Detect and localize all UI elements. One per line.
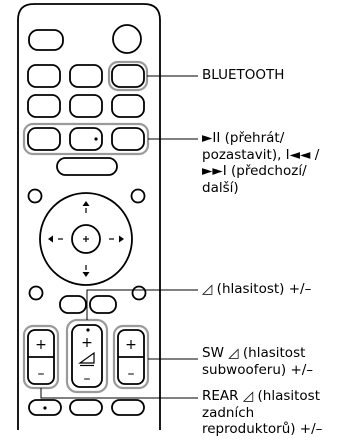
previous-button[interactable] [27,127,61,151]
volume-rocker[interactable] [71,324,103,388]
side-button-right[interactable] [130,188,146,204]
callout-playback-line-2: pozastavit), I◄◄ / [202,146,320,163]
volume-plus-label: + [81,335,93,351]
callout-bluetooth: BLUETOOTH [202,67,284,84]
side-button-left[interactable] [27,188,43,204]
callout-volume-line-1: ◿ (hlasitost) +/– [202,281,312,297]
function-button-1[interactable] [27,64,61,88]
sw-plus-label: + [35,337,47,353]
bluetooth-button[interactable] [111,64,145,88]
remote-body-outline [17,3,161,430]
callout-playback-line-1: ►II (přehrát/ [202,130,285,146]
input-button[interactable] [112,24,142,54]
navigation-ring[interactable] [39,192,133,286]
function-button-5[interactable] [111,94,145,118]
long-button[interactable] [56,157,118,176]
volume-triangle-icon [78,351,95,364]
power-button[interactable] [28,29,64,51]
callout-rear-line-3: reproduktorů) +/– [202,421,323,437]
side-button-left-lower[interactable] [28,285,44,301]
function-button-2[interactable] [69,64,103,88]
arrow-up-icon [82,201,90,206]
callout-sw-volume: SW ◿ (hlasitost subwooferu) +/– [202,345,313,378]
function-button-4[interactable] [69,94,103,118]
callout-playback-line-3: ►►I (předchozí/ [202,163,307,179]
enter-button[interactable] [71,224,101,254]
sw-minus-label: – [38,366,45,382]
callout-playback-line-4: další) [202,179,239,196]
rear-minus-label: – [128,366,135,382]
function-button-3[interactable] [27,94,61,118]
callout-rear-line-2: zadních [202,404,255,421]
leader-rear [40,388,198,399]
play-pause-button[interactable] [69,127,103,151]
side-button-right-lower[interactable] [131,285,147,301]
callout-rear-volume: REAR ◿ (hlasitost zadních reproduktorů) … [202,388,322,438]
callout-volume: ◿ (hlasitost) +/– [202,281,311,298]
arrow-right-icon [119,235,124,243]
arrow-down-icon [82,272,90,277]
callout-bluetooth-line-1: BLUETOOTH [202,67,285,83]
callout-rear-line-1: REAR ◿ (hlasitost [202,388,320,404]
bottom-button-1[interactable] [28,399,62,416]
bottom-button-2[interactable] [69,399,103,416]
leader-volume [86,289,198,320]
small-button-right[interactable] [89,295,117,314]
next-button[interactable] [111,127,145,151]
callout-sw-line-2: subwooferu) +/– [202,361,314,378]
arrow-left-icon [48,235,53,243]
small-button-left[interactable] [59,295,87,314]
callout-sw-line-1: SW ◿ (hlasitost [202,345,306,361]
bottom-button-3[interactable] [111,399,145,416]
callout-playback: ►II (přehrát/ pozastavit), I◄◄ / ►►I (př… [202,130,319,196]
rear-highlight [112,324,150,390]
volume-minus-label: – [84,371,91,387]
rear-plus-label: + [125,337,137,353]
